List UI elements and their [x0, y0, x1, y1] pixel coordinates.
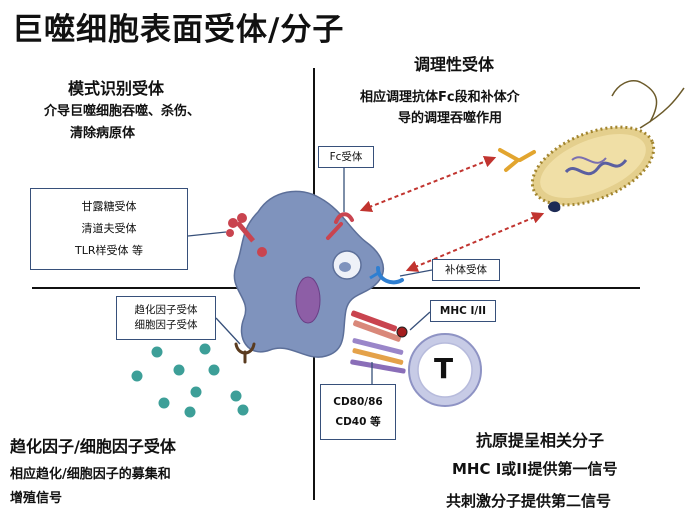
chemokine-receptor-icon	[234, 342, 256, 364]
antigen-presenting-desc-2: 共刺激分子提供第二信号	[446, 492, 612, 510]
complement-receptor-icon	[376, 266, 404, 285]
tlr-receptor-label: TLR样受体 等	[75, 244, 143, 257]
cytokine-receptor-desc-1: 相应趋化/细胞因子的募集和	[10, 467, 171, 482]
chemokine-receptor-label: 趋化因子受体	[134, 304, 198, 316]
cytokine-receptor-heading: 趋化因子/细胞因子受体	[10, 437, 176, 456]
mhc-molecule-icon	[350, 310, 408, 342]
antigen-presenting-desc-1: MHC I或II提供第一信号	[452, 460, 618, 478]
cytokine-receptor-label: 细胞因子受体	[134, 319, 198, 331]
opsonic-receptor-desc-1: 相应调理抗体Fc段和补体介	[360, 90, 520, 105]
opsonic-receptor-heading: 调理性受体	[414, 55, 495, 74]
chemokine-dots	[131, 343, 249, 418]
cd40-label: CD40 等	[335, 416, 381, 428]
fc-opsonin-arrow	[359, 155, 497, 213]
antibody-icon	[498, 148, 536, 172]
cd80-86-label: CD80/86	[333, 396, 383, 408]
macrophage-cell	[233, 190, 384, 358]
mhc-label: MHC I/II	[430, 300, 496, 322]
page-title: 巨噬细胞表面受体/分子	[12, 12, 345, 48]
pattern-receptor-left-icon	[226, 213, 267, 257]
cytokine-receptor-desc-2: 增殖信号	[10, 491, 63, 506]
complement-receptor-label: 补体受体	[432, 259, 500, 281]
engulfed-particle	[339, 262, 351, 272]
pattern-receptor-desc-1: 介导巨噬细胞吞噬、杀伤、	[44, 104, 201, 119]
macrophage-nucleus	[295, 276, 321, 324]
antigen-presenting-heading: 抗原提呈相关分子	[476, 431, 605, 450]
fc-receptor-label: Fc受体	[318, 146, 374, 168]
opsonic-receptor-desc-2: 导的调理吞噬作用	[398, 111, 503, 126]
chemokine-receptor-box: 趋化因子受体 细胞因子受体	[116, 296, 216, 340]
pattern-receptor-desc-2: 清除病原体	[70, 126, 136, 141]
fc-receptor-icon	[326, 212, 354, 240]
mannose-receptor-label: 甘露糖受体	[81, 200, 137, 213]
bacterium-icon	[530, 80, 685, 213]
costimulatory-box: CD80/86 CD40 等	[320, 384, 396, 440]
costimulatory-molecule-icon	[350, 338, 406, 374]
pattern-receptor-heading: 模式识别受体	[68, 79, 165, 98]
scavenger-receptor-label: 清道夫受体	[81, 222, 137, 235]
t-cell-label: T	[434, 352, 454, 385]
complement-opsonin-arrow	[405, 212, 545, 272]
pattern-receptor-box: 甘露糖受体 清道夫受体 TLR样受体 等	[30, 188, 188, 270]
